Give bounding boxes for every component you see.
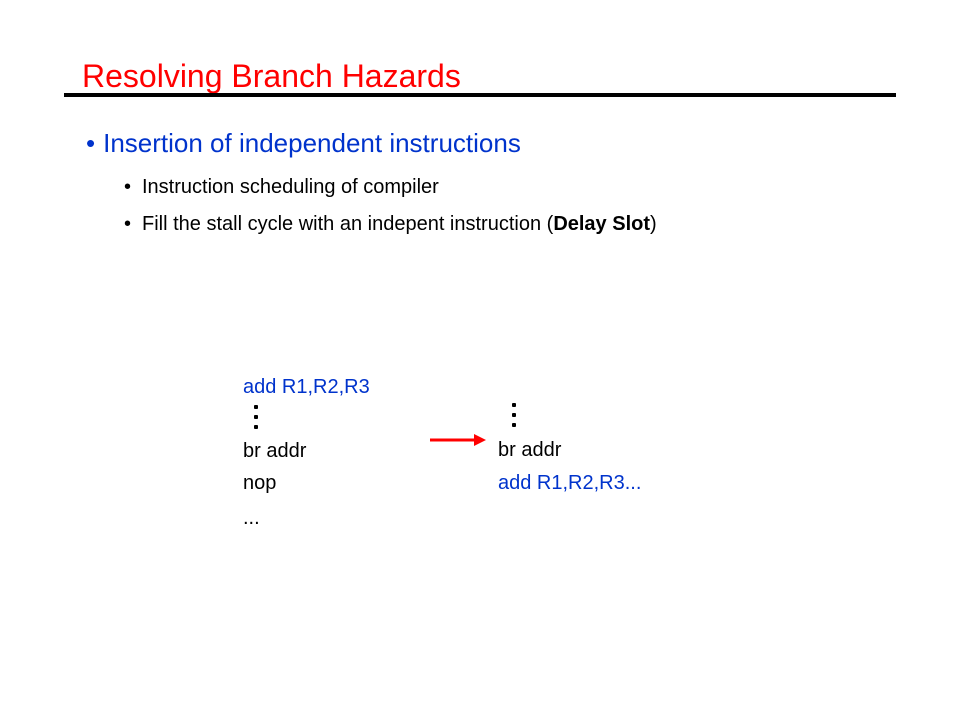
before-ellipsis: ...	[243, 507, 260, 529]
before-nop-instruction: nop	[243, 472, 277, 494]
sub-bullet-text: Instruction scheduling of compiler	[142, 176, 439, 198]
sub-bullet-text-post: )	[650, 213, 657, 235]
sub-bullet-delay-slot: • Fill the stall cycle with an indepent i…	[124, 211, 657, 237]
before-add-instruction: add R1,R2,R3	[243, 376, 370, 398]
before-branch-instruction: br addr	[243, 440, 307, 462]
sub-bullet-text-pre: Fill the stall cycle with an indepent in…	[142, 213, 554, 235]
bullet-dot: •	[124, 213, 132, 235]
vertical-ellipsis-icon	[511, 403, 517, 427]
bullet-dot: •	[124, 176, 132, 198]
bullet-dot: •	[86, 128, 96, 158]
main-bullet: •Insertion of independent instructions	[86, 126, 521, 160]
after-add-instruction: add R1,R2,R3...	[498, 472, 642, 494]
slide-title: Resolving Branch Hazards	[82, 58, 461, 94]
main-bullet-text: Insertion of independent instructions	[103, 128, 521, 158]
right-arrow-icon	[430, 434, 486, 446]
vertical-ellipsis-icon	[253, 405, 259, 429]
title-underline	[64, 93, 896, 97]
sub-bullet-scheduling: • Instruction scheduling of compiler	[124, 174, 439, 200]
after-branch-instruction: br addr	[498, 439, 562, 461]
delay-slot-term: Delay Slot	[553, 213, 651, 235]
